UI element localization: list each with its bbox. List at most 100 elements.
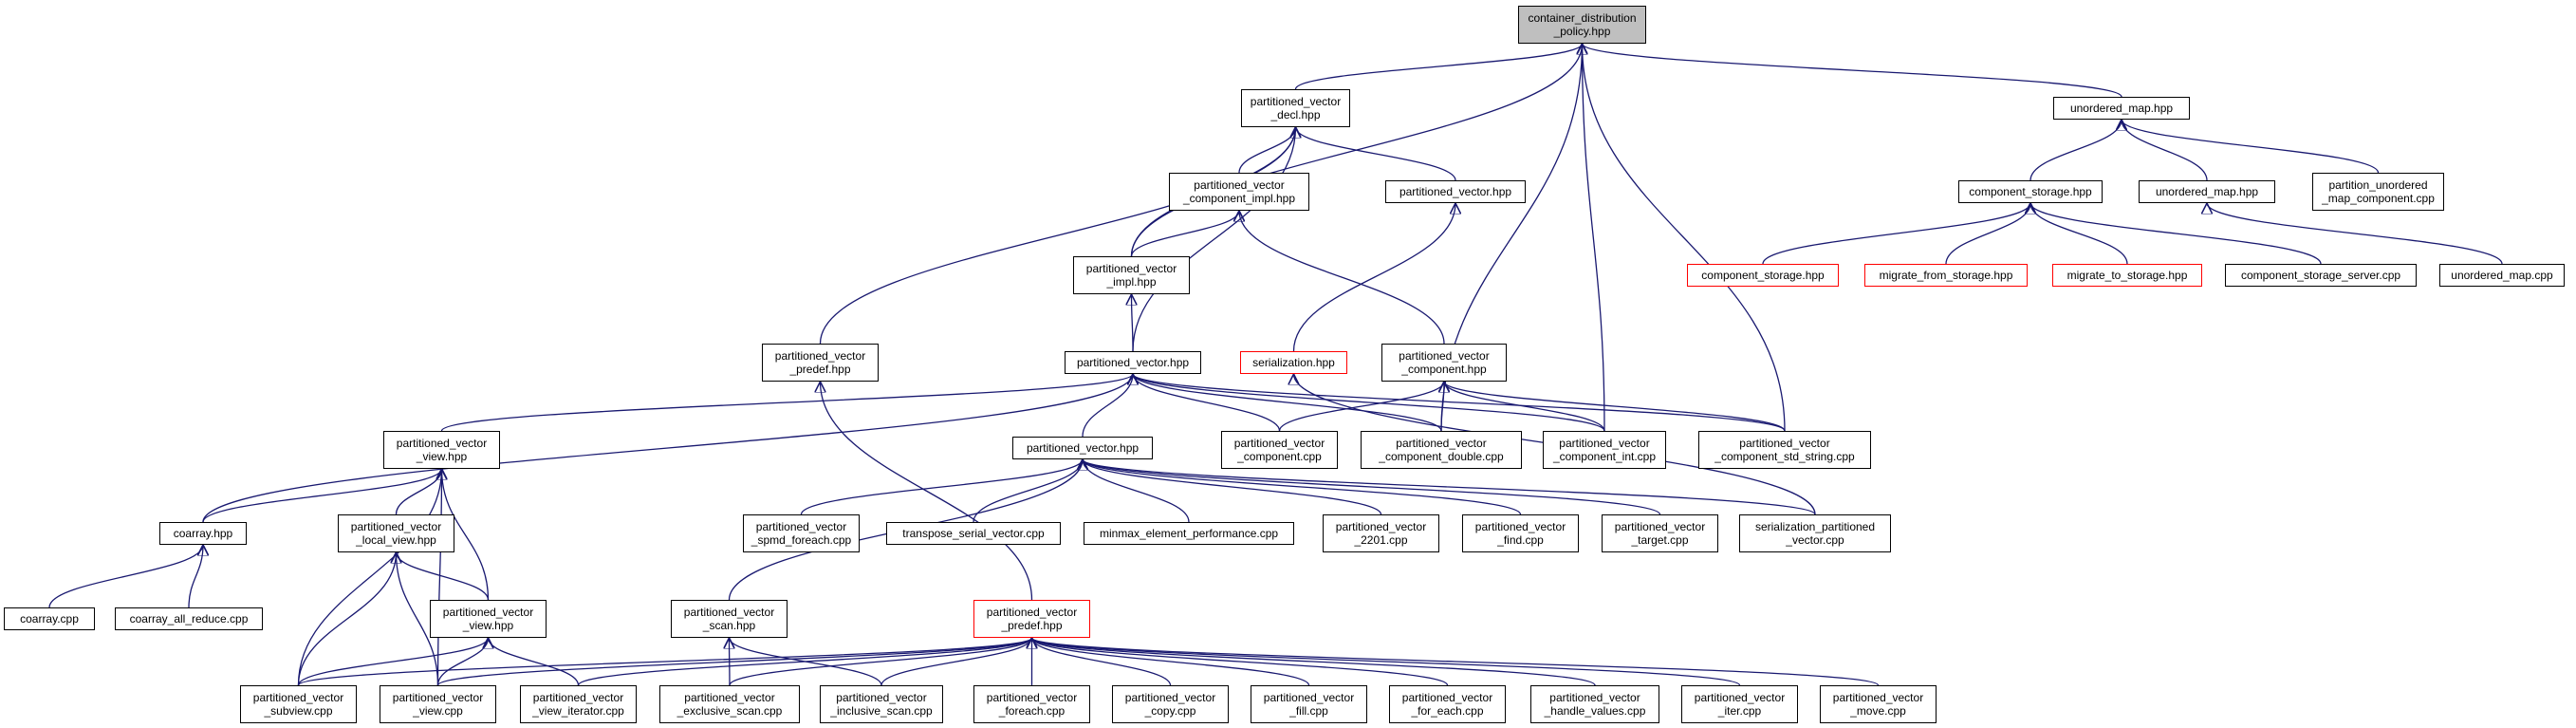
node-partitioned-vector-move-cpp[interactable]: partitioned_vector _move.cpp — [1820, 685, 1937, 723]
node-partitioned-vector-copy-cpp[interactable]: partitioned_vector _copy.cpp — [1112, 685, 1229, 723]
node-serialization-hpp: serialization.hpp — [1240, 351, 1347, 374]
edge-subview-to-pvview2 — [297, 637, 489, 686]
edge-pvmain-to-pvimpl — [1132, 294, 1134, 352]
edge-iter-to-pvpredef2 — [1032, 637, 1741, 686]
edge-pvcss-to-cdp — [1583, 44, 1786, 432]
edge-pvci_cpp-to-pvcomp — [1444, 381, 1605, 432]
node-partitioned-vector-local-view-hpp[interactable]: partitioned_vector _local_view.hpp — [338, 514, 454, 552]
node-transpose-serial-vector-cpp[interactable]: transpose_serial_vector.cpp — [886, 522, 1061, 545]
node-partitioned-vector-view-hpp-2[interactable]: partitioned_vector _view.hpp — [430, 600, 547, 638]
node-migrate-from-storage-hpp: migrate_from_storage.hpp — [1864, 264, 2028, 287]
node-partitioned-vector-view-iterator-cpp[interactable]: partitioned_vector _view_iterator.cpp — [520, 685, 637, 723]
node-partitioned-vector-target-cpp[interactable]: partitioned_vector _target.cpp — [1602, 514, 1718, 552]
edge-subview-to-pvpredef2 — [297, 637, 1032, 686]
node-serialization-partitioned-vector-cpp[interactable]: serialization_partitioned _vector.cpp — [1739, 514, 1891, 552]
node-partitioned-vector-iter-cpp[interactable]: partitioned_vector _iter.cpp — [1681, 685, 1798, 723]
edge-serpv-to-pvh2 — [1083, 458, 1816, 515]
node-partitioned-vector-impl-hpp[interactable]: partitioned_vector _impl.hpp — [1073, 256, 1190, 294]
edge-pvview1-to-pvmain — [440, 373, 1134, 432]
edge-subview-to-pvlv — [297, 552, 397, 686]
edge-pvtarget-to-pvh2 — [1083, 458, 1661, 515]
edge-car-to-coarray — [188, 545, 203, 608]
edge-pvmain-to-pvdecl — [1132, 127, 1296, 352]
node-coarray-all-reduce-cpp[interactable]: coarray_all_reduce.cpp — [115, 607, 263, 630]
edge-coarray-to-pvview1 — [202, 468, 442, 523]
node-partitioned-vector-subview-cpp[interactable]: partitioned_vector _subview.cpp — [240, 685, 357, 723]
edge-csr-to-cs — [1762, 202, 2030, 265]
node-partitioned-vector-hpp[interactable]: partitioned_vector.hpp — [1385, 180, 1526, 203]
node-partitioned-vector-decl-hpp[interactable]: partitioned_vector _decl.hpp — [1241, 89, 1350, 127]
node-partitioned-vector-hpp-2[interactable]: partitioned_vector.hpp — [1012, 437, 1153, 459]
edge-pvpredef2-to-pvpredef1 — [821, 382, 1033, 601]
node-partitioned-vector-handle-values-cpp[interactable]: partitioned_vector _handle_values.cpp — [1530, 685, 1659, 723]
edge-pvpredef1-to-pvdecl — [819, 127, 1296, 345]
edge-ser-to-pvh1 — [1292, 203, 1456, 352]
node-partitioned-vector-component-double-cpp[interactable]: partitioned_vector _component_double.cpp — [1361, 431, 1522, 469]
node-partition-unordered-map-component-cpp[interactable]: partition_unordered _map_component.cpp — [2312, 173, 2444, 211]
edge-pvcss-to-pvmain — [1133, 373, 1786, 432]
node-partitioned-vector-predef-hpp[interactable]: partitioned_vector _predef.hpp — [762, 344, 879, 382]
edge-move-to-pvpredef2 — [1032, 637, 1880, 686]
edge-foreach2-to-pvpredef2 — [1032, 637, 1449, 686]
node-partitioned-vector-component-impl-hpp[interactable]: partitioned_vector _component_impl.hpp — [1169, 173, 1309, 211]
edge-css-to-cs — [2030, 202, 2322, 265]
edge-viewit-to-pvpredef2 — [577, 637, 1032, 686]
edge-pvcompcpp-to-pvcomp — [1278, 381, 1445, 432]
node-coarray-hpp[interactable]: coarray.hpp — [159, 522, 247, 545]
edge-pvview2-to-pvlv — [397, 551, 490, 601]
node-coarray-cpp[interactable]: coarray.cpp — [4, 607, 95, 630]
edge-mts-to-cs — [2030, 202, 2128, 265]
node-partitioned-vector-2201-cpp[interactable]: partitioned_vector _2201.cpp — [1323, 514, 1439, 552]
edge-pvci_cpp-to-cdp — [1583, 44, 1605, 432]
node-unordered-map-hpp[interactable]: unordered_map.hpp — [2053, 97, 2190, 120]
edge-pvci_cpp-to-pvmain — [1133, 373, 1605, 432]
node-partitioned-vector-hpp-main[interactable]: partitioned_vector.hpp — [1065, 351, 1201, 374]
edge-pvcomp-to-pvci — [1239, 211, 1445, 345]
edge-pvcompcpp-to-pvmain — [1133, 373, 1281, 432]
edge-coarraycpp-to-coarray — [48, 544, 203, 608]
edge-excl-to-pvpredef2 — [729, 637, 1032, 686]
edge-pvcd-to-pvmain — [1133, 373, 1442, 432]
edge-pvdecl-to-cdp — [1294, 43, 1583, 90]
edge-fill-to-pvpredef2 — [1032, 637, 1310, 686]
edge-pvfind-to-pvh2 — [1083, 458, 1522, 515]
edge-viewcpp-to-pvpredef2 — [436, 637, 1032, 686]
node-partitioned-vector-component-cpp[interactable]: partitioned_vector _component.cpp — [1221, 431, 1338, 469]
node-partitioned-vector-exclusive-scan-cpp[interactable]: partitioned_vector _exclusive_scan.cpp — [659, 685, 800, 723]
node-partitioned-vector-view-cpp[interactable]: partitioned_vector _view.cpp — [380, 685, 496, 723]
node-partitioned-vector-fill-cpp[interactable]: partitioned_vector _fill.cpp — [1251, 685, 1367, 723]
node-container-distribution-policy-hpp: container_distribution _policy.hpp — [1518, 6, 1646, 44]
edge-cs-to-umap — [2029, 119, 2122, 181]
node-partitioned-vector-component-int-cpp[interactable]: partitioned_vector _component_int.cpp — [1543, 431, 1666, 469]
node-component-storage-server-cpp[interactable]: component_storage_server.cpp — [2225, 264, 2417, 287]
edge-pv2201-to-pvh2 — [1083, 458, 1382, 515]
edge-pvview2-to-pvview1 — [442, 469, 490, 601]
node-partitioned-vector-find-cpp[interactable]: partitioned_vector _find.cpp — [1462, 514, 1579, 552]
node-partitioned-vector-for-each-cpp[interactable]: partitioned_vector _for_each.cpp — [1389, 685, 1506, 723]
edge-viewcpp-to-pvlv — [397, 552, 439, 686]
edge-pvimpl-to-pvci — [1130, 210, 1240, 257]
node-unordered-map-hpp-2[interactable]: unordered_map.hpp — [2139, 180, 2275, 203]
edge-pumc-to-umap — [2122, 119, 2380, 174]
node-minmax-element-performance-cpp[interactable]: minmax_element_performance.cpp — [1084, 522, 1294, 545]
node-partitioned-vector-inclusive-scan-cpp[interactable]: partitioned_vector _inclusive_scan.cpp — [820, 685, 943, 723]
edge-incl-to-pvpredef2 — [880, 637, 1032, 686]
node-partitioned-vector-foreach-cpp[interactable]: partitioned_vector _foreach.cpp — [973, 685, 1090, 723]
node-component-storage-hpp[interactable]: component_storage.hpp — [1958, 180, 2103, 203]
node-partitioned-vector-scan-hpp[interactable]: partitioned_vector _scan.hpp — [671, 600, 788, 638]
node-partitioned-vector-component-std-string-cpp[interactable]: partitioned_vector _component_std_string… — [1698, 431, 1871, 469]
edge-spmd-to-pvh2 — [800, 458, 1084, 515]
node-partitioned-vector-view-hpp[interactable]: partitioned_vector _view.hpp — [383, 431, 500, 469]
node-partitioned-vector-predef-hpp-2: partitioned_vector _predef.hpp — [973, 600, 1090, 638]
edge-umapcpp-to-umap2 — [2207, 202, 2503, 265]
node-unordered-map-cpp[interactable]: unordered_map.cpp — [2439, 264, 2565, 287]
edge-coarray-to-pvmain — [202, 374, 1133, 523]
edge-hv-to-pvpredef2 — [1032, 637, 1596, 686]
node-migrate-to-storage-hpp: migrate_to_storage.hpp — [2052, 264, 2202, 287]
node-partitioned-vector-spmd-foreach-cpp[interactable]: partitioned_vector _spmd_foreach.cpp — [743, 514, 860, 552]
node-partitioned-vector-component-hpp[interactable]: partitioned_vector _component.hpp — [1381, 344, 1507, 382]
edge-umap-to-cdp — [1583, 43, 2122, 98]
edge-viewit-to-pvview2 — [489, 637, 580, 686]
